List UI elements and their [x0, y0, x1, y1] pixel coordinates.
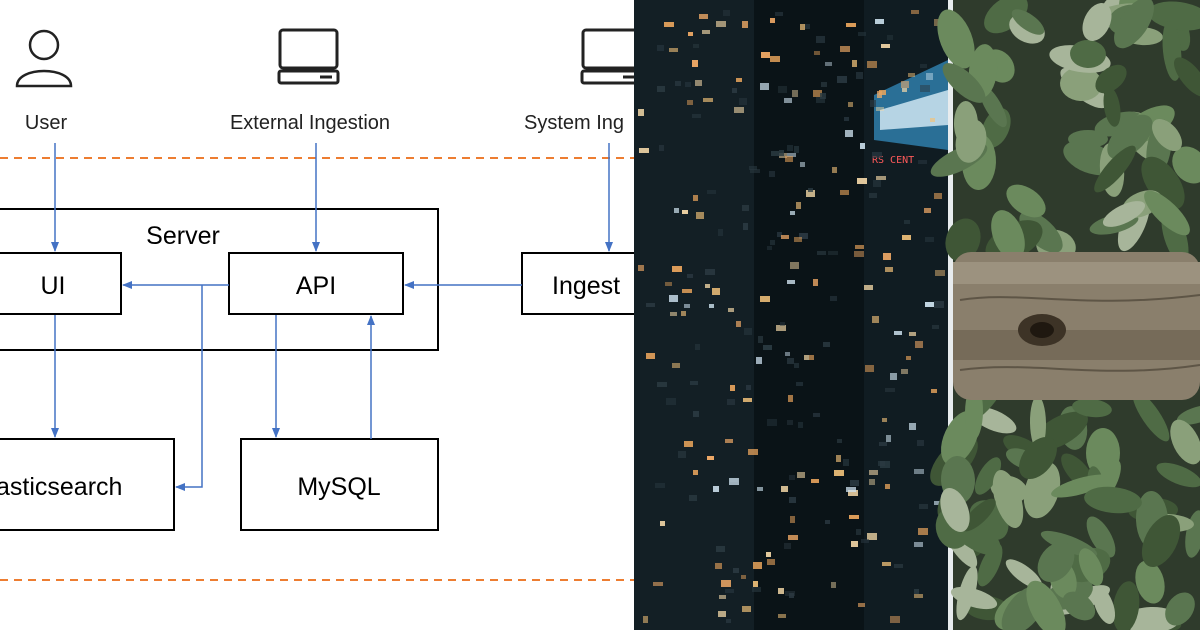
mysql-node-label: MySQL: [297, 473, 380, 501]
building-windows: [638, 10, 945, 623]
server-label: Server: [146, 222, 220, 250]
ingest-node-label: Ingest: [552, 272, 620, 300]
computer-icon: [277, 28, 340, 85]
elasticsearch-node: asticsearch: [0, 438, 175, 531]
leaves-log-photo: [930, 0, 1200, 634]
computer-icon: [580, 28, 634, 85]
elasticsearch-node-label: asticsearch: [0, 473, 122, 501]
actor-label-external-ingestion: External Ingestion: [230, 112, 390, 134]
server-container: [0, 208, 439, 351]
city-sign-text: RS CENT: [872, 155, 914, 166]
wooden-log: [953, 252, 1200, 400]
actor-label-user: User: [25, 112, 68, 134]
ui-node: UI: [0, 252, 122, 315]
api-node: API: [228, 252, 404, 315]
actor-label-system-ingestion: System Ing: [524, 112, 624, 134]
mysql-node: MySQL: [240, 438, 439, 531]
api-node-label: API: [296, 272, 336, 300]
ingest-node: Ingest: [521, 252, 634, 315]
ui-node-label: UI: [41, 272, 66, 300]
user-icon: [15, 29, 73, 88]
city-night-photo: RS CENT: [634, 0, 948, 630]
arrow-api-to-elasticsearch: [175, 285, 203, 491]
